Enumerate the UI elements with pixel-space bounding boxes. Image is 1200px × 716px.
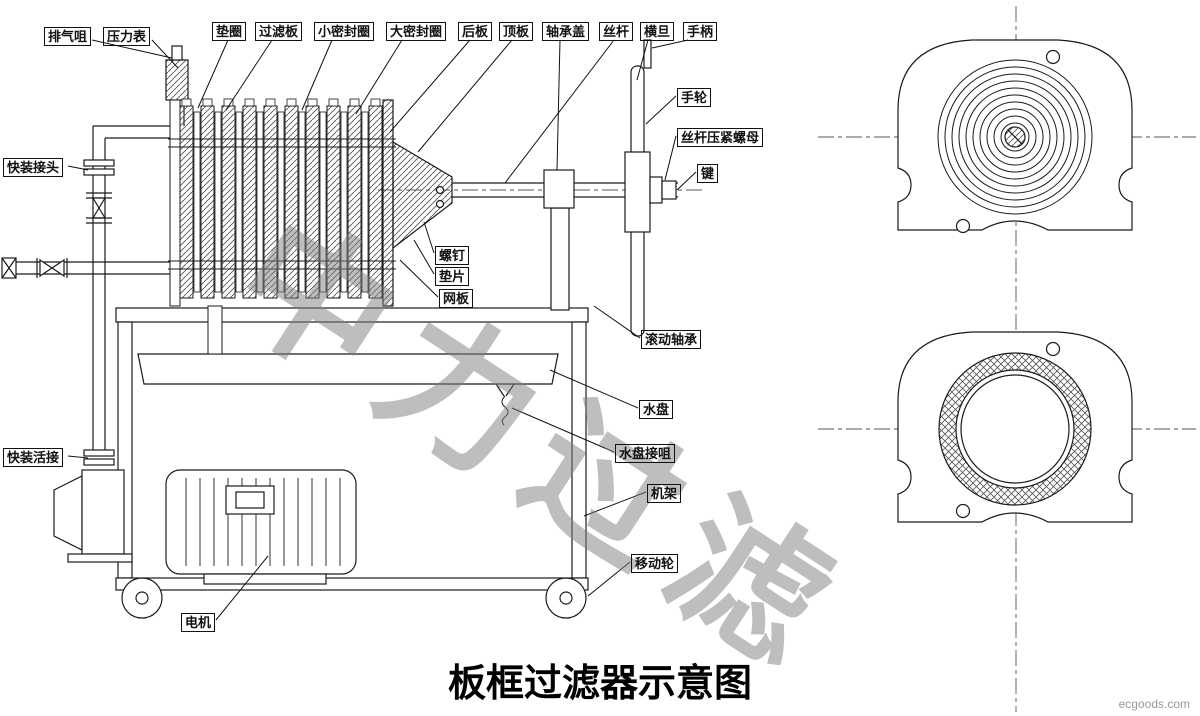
label-pressure-gauge: 压力表 <box>103 27 151 46</box>
label-screw-rod: 丝杆 <box>599 22 634 41</box>
label-machine-frame: 机架 <box>647 484 682 503</box>
label-filter-plate: 过滤板 <box>255 22 303 41</box>
label-rolling-bearing: 滚动轴承 <box>641 330 702 349</box>
label-key: 键 <box>697 164 719 183</box>
label-hand-wheel: 手轮 <box>677 88 712 107</box>
label-top-plate: 顶板 <box>499 22 534 41</box>
label-bearing-cover: 轴承盖 <box>542 22 590 41</box>
label-screw-lock-nut: 丝杆压紧螺母 <box>677 128 764 147</box>
water-tray <box>137 353 559 426</box>
label-motor: 电机 <box>181 613 216 632</box>
pump-drawing <box>53 469 133 563</box>
end-view-bottom <box>897 331 1133 523</box>
label-exhaust-nozzle: 排气咀 <box>44 27 92 46</box>
label-washer: 垫圈 <box>212 22 247 41</box>
site-credit: ecgoods.com <box>1118 697 1190 711</box>
label-small-seal-ring: 小密封圈 <box>314 22 375 41</box>
label-water-tray-nozzle: 水盘接咀 <box>615 444 676 463</box>
label-gasket: 垫片 <box>435 267 470 286</box>
label-water-tray: 水盘 <box>639 400 674 419</box>
label-screw: 螺钉 <box>435 246 470 265</box>
moving-wheels <box>121 577 587 619</box>
label-cross-beam: 横旦 <box>640 22 675 41</box>
label-quick-union: 快装活接 <box>3 448 64 467</box>
label-back-plate: 后板 <box>458 22 493 41</box>
inlet-piping <box>1 45 189 466</box>
motor-drawing <box>165 469 357 585</box>
label-handle: 手柄 <box>683 22 718 41</box>
label-quick-joint: 快装接头 <box>3 158 64 177</box>
filter-plate-stack <box>168 98 396 355</box>
leader-lines <box>67 39 697 621</box>
label-large-seal-ring: 大密封圈 <box>386 22 447 41</box>
page-title: 板框过滤器示意图 <box>447 663 752 705</box>
label-moving-wheel: 移动轮 <box>631 554 679 573</box>
press-mechanism <box>382 39 678 337</box>
label-mesh-plate: 网板 <box>439 289 474 308</box>
end-view-top <box>897 39 1133 234</box>
